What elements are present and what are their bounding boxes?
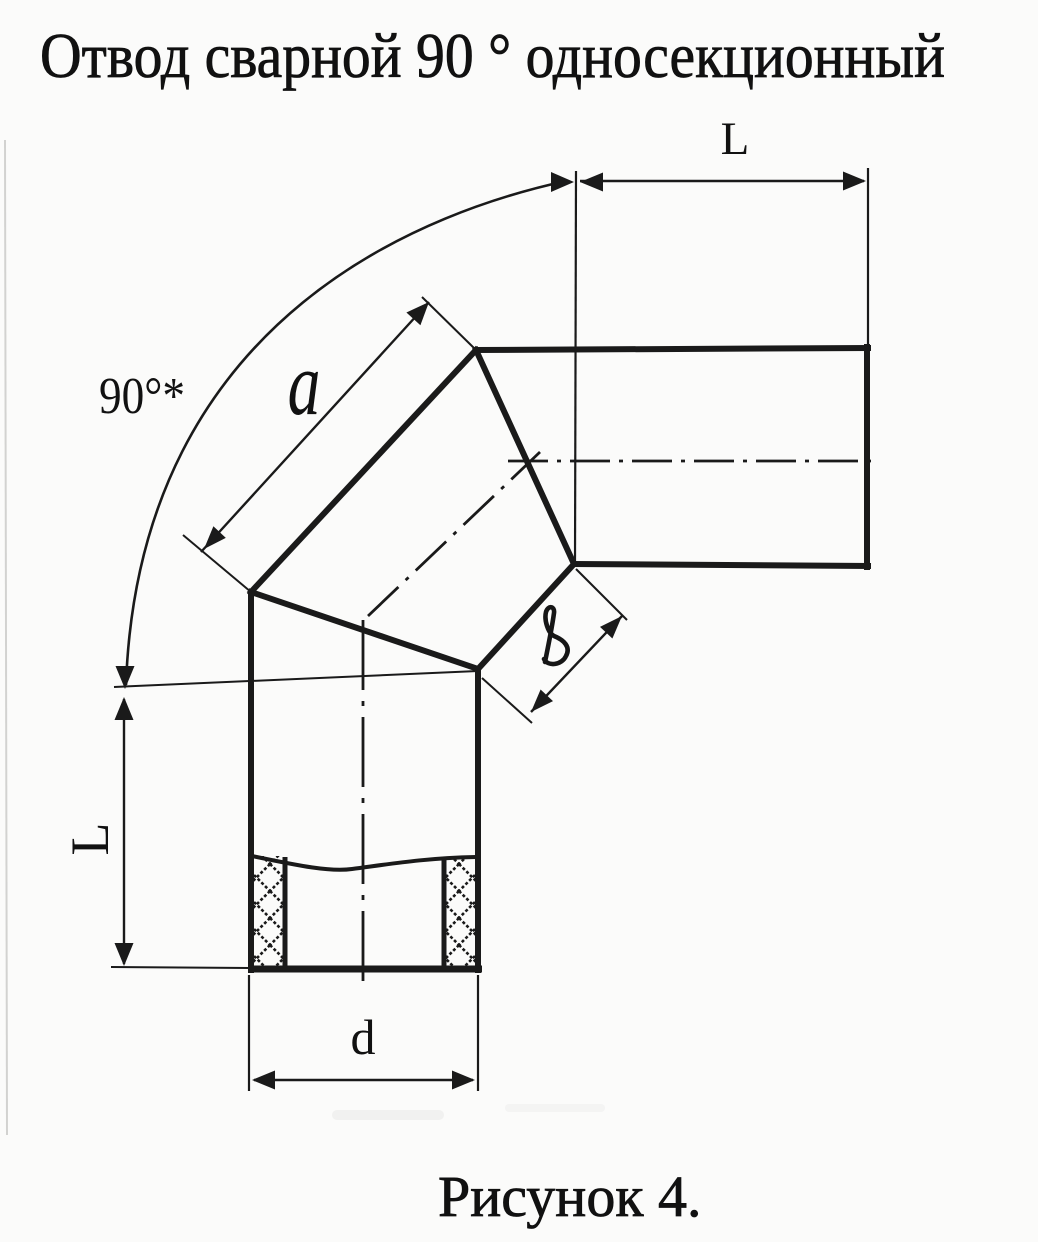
- svg-text:Отвод сварной 90 ° односекцион: Отвод сварной 90 ° односекционный: [40, 21, 945, 91]
- svg-text:a: a: [288, 335, 321, 434]
- svg-text:90°*: 90°*: [99, 368, 185, 425]
- svg-text:d: d: [351, 1009, 376, 1065]
- svg-text:L: L: [721, 113, 750, 165]
- svg-text:L: L: [60, 823, 120, 856]
- svg-text:Рисунок 4.: Рисунок 4.: [438, 1164, 702, 1229]
